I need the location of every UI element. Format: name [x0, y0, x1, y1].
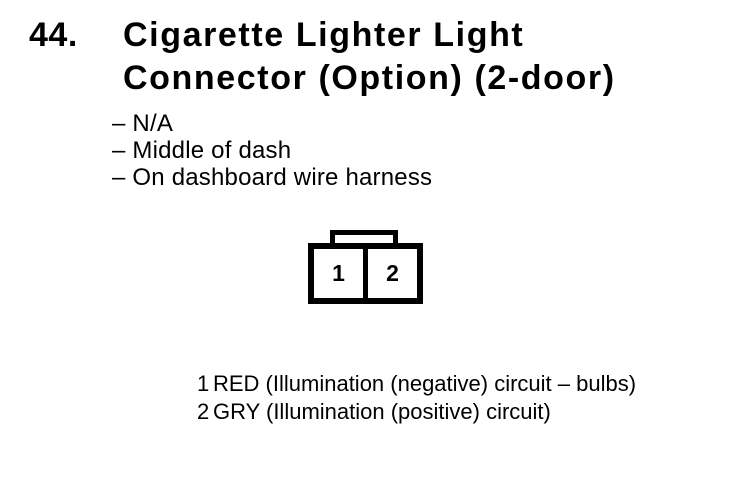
title-line-2: Connector (Option) (2-door) — [123, 59, 616, 97]
pinout-description: GRY (Illumination (positive) circuit) — [213, 399, 551, 424]
item-number: 44. — [29, 16, 78, 54]
connector-location-list: – N/A – Middle of dash – On dashboard wi… — [112, 110, 432, 191]
location-item: – N/A — [112, 110, 174, 137]
pin-cell-2: 2 — [368, 249, 417, 298]
pin-2-label: 2 — [386, 260, 399, 286]
page-title: Cigarette Lighter Light Connector (Optio… — [123, 14, 616, 100]
connector-body: 1 2 — [308, 243, 423, 304]
pinout-row: 2 GRY (Illumination (positive) circuit) — [197, 398, 636, 426]
pin-divider — [363, 249, 368, 298]
pinout-legend: 1 RED (Illumination (negative) circuit –… — [197, 370, 636, 426]
location-item: – On dashboard wire harness — [112, 164, 433, 191]
title-line-1: Cigarette Lighter Light — [123, 16, 525, 54]
pinout-row: 1 RED (Illumination (negative) circuit –… — [197, 370, 636, 398]
pin-1-label: 1 — [332, 260, 345, 286]
pinout-pin-number: 1 — [197, 371, 210, 396]
pinout-pin-number: 2 — [197, 399, 210, 424]
pin-cell-1: 1 — [314, 249, 363, 298]
pinout-description: RED (Illumination (negative) circuit – b… — [213, 371, 637, 396]
location-item: – Middle of dash — [112, 137, 292, 164]
